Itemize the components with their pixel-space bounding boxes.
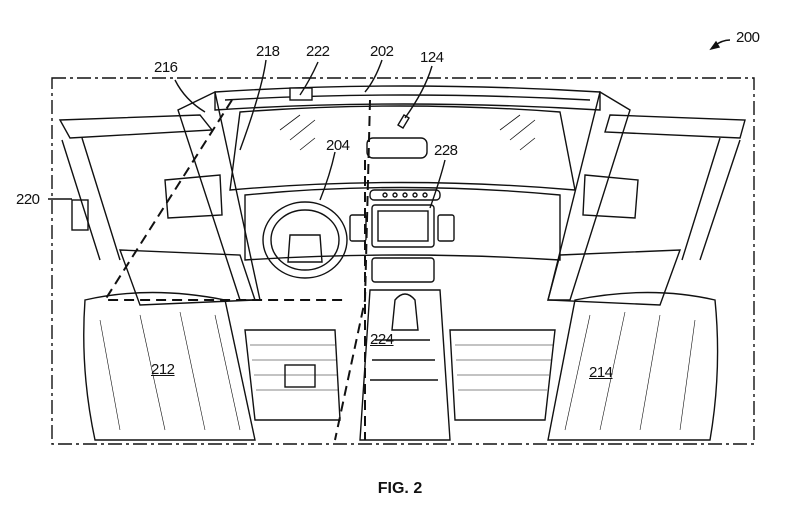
label-204: 204	[326, 137, 350, 154]
roof-header	[214, 85, 601, 111]
label-220: 220	[16, 191, 40, 208]
label-228: 228	[434, 142, 458, 159]
right-door	[547, 249, 682, 306]
boundary-frame	[51, 77, 755, 445]
sensing-field-center	[334, 99, 371, 441]
label-124: 124	[420, 49, 444, 66]
label-222: 222	[306, 43, 330, 60]
left-seat	[83, 291, 256, 441]
infotainment-screen	[371, 204, 435, 248]
label-212: 212	[151, 361, 175, 378]
rearview-mirror	[366, 137, 428, 159]
right-rear-seat	[449, 329, 556, 421]
right-roll-bar	[604, 114, 746, 139]
left-door	[118, 249, 256, 306]
right-a-pillar	[547, 90, 631, 301]
left-side-mirror	[164, 174, 223, 219]
label-216: 216	[154, 59, 178, 76]
label-202: 202	[370, 43, 394, 60]
dashboard	[244, 186, 561, 261]
figure-caption: FIG. 2	[377, 480, 423, 497]
label-218: 218	[256, 43, 280, 60]
right-side-mirror	[582, 174, 639, 219]
center-console	[359, 289, 451, 441]
label-214: 214	[589, 364, 613, 381]
steering-wheel	[262, 201, 348, 279]
left-a-pillar	[177, 90, 261, 301]
left-roll-bar	[58, 114, 214, 139]
label-224: 224	[370, 331, 394, 348]
label-200: 200	[736, 29, 760, 46]
right-seat	[547, 291, 719, 441]
